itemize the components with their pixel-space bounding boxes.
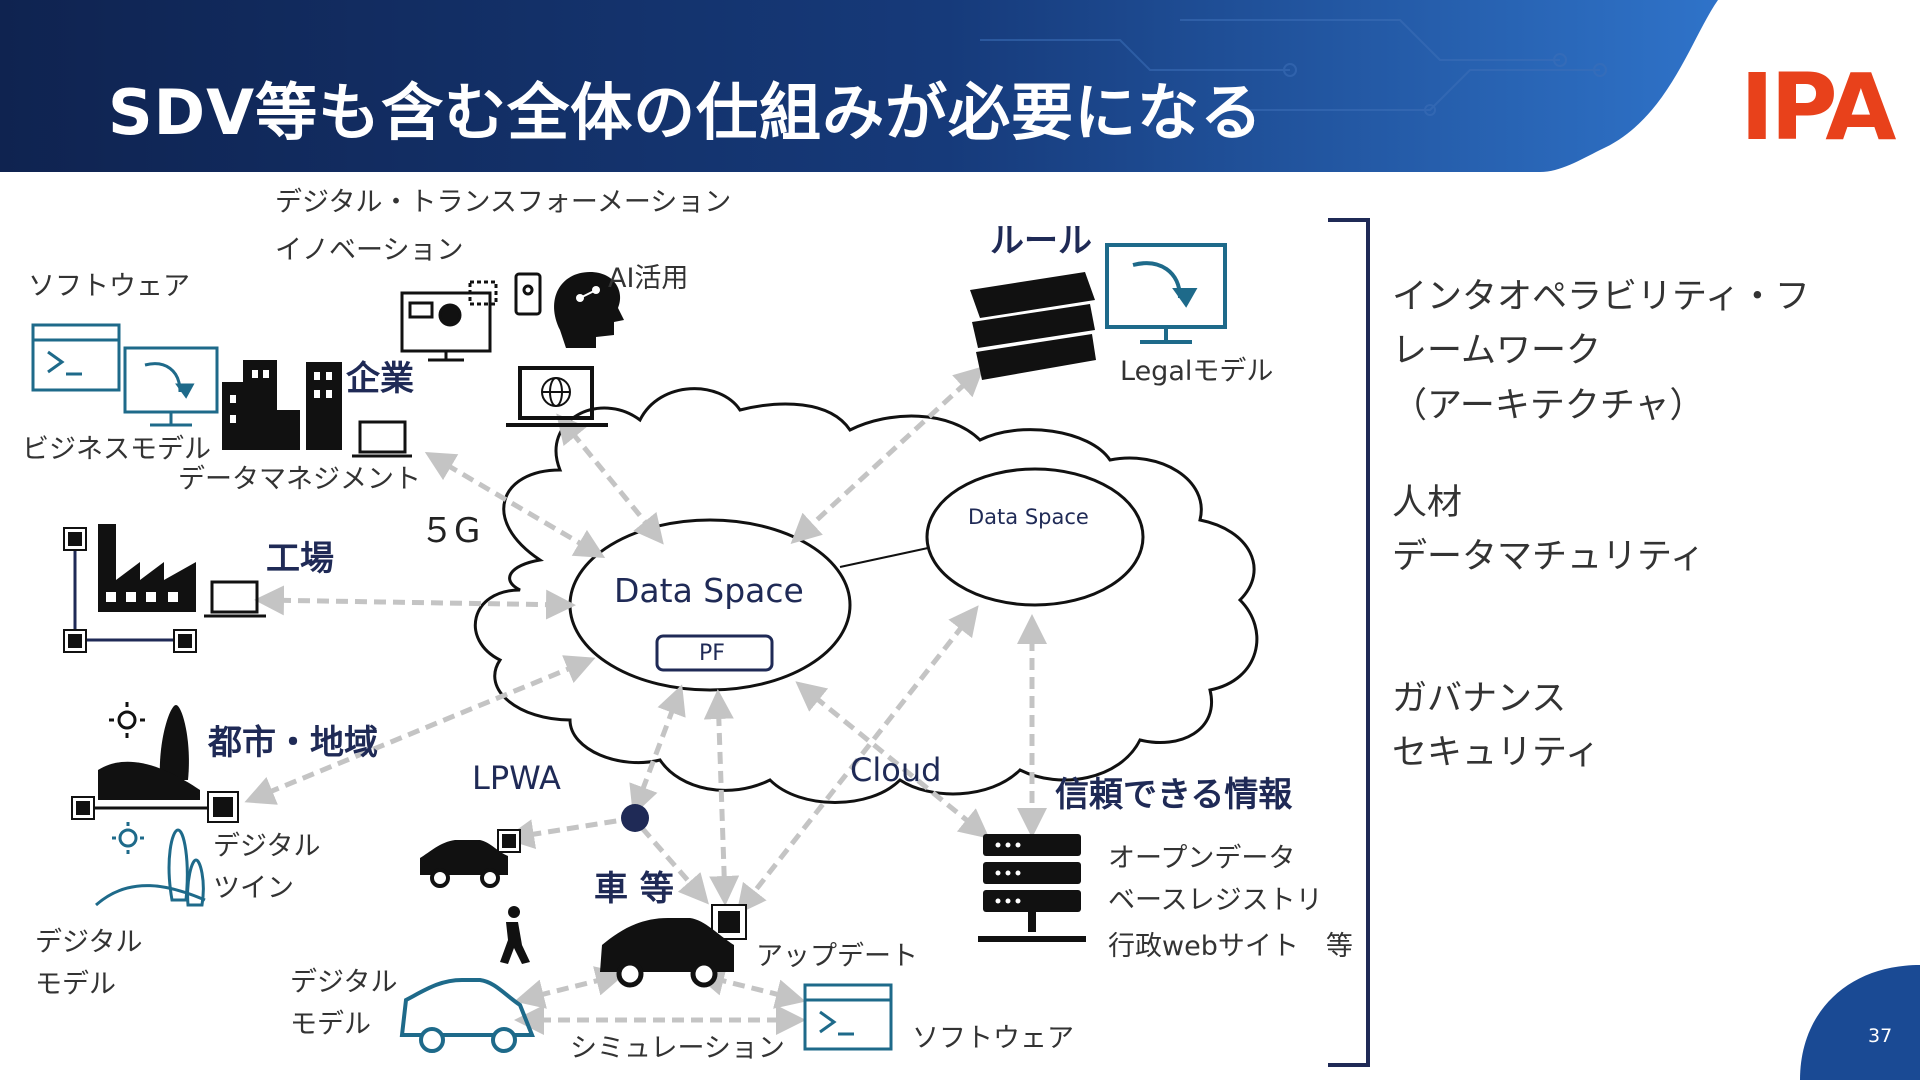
- chip-icon: [63, 527, 197, 653]
- label-data-management: データマネジメント: [178, 464, 421, 495]
- label-digital-model-left-2: モデル: [35, 969, 116, 1000]
- right-text: 人材: [1392, 483, 1463, 523]
- label-innovation: イノベーション: [275, 235, 464, 266]
- label-base-registry: ベースレジストリ: [1108, 885, 1323, 916]
- page-title: SDV等も含む全体の仕組みが必要になる: [108, 76, 1264, 149]
- arrow-model-car: [514, 966, 626, 1009]
- data-space-small-ellipse: [925, 467, 1145, 607]
- arrow-cars: [703, 689, 740, 906]
- label-enterprise: 企業: [346, 359, 414, 399]
- label-data-space-main: Data Space: [614, 571, 804, 610]
- label-simulation: シミュレーション: [570, 1033, 785, 1064]
- arrow-lpwa-car: [504, 815, 636, 850]
- label-update: アップデート: [756, 941, 918, 972]
- arrow-rules: [790, 365, 985, 545]
- label-open-data: オープンデータ: [1108, 843, 1296, 874]
- arrow-city: [244, 655, 596, 805]
- software-window-icon: [31, 323, 121, 392]
- right-text: インタオペラビリティ・フ: [1392, 277, 1810, 317]
- ipa-logo: IPA: [1740, 54, 1896, 161]
- server-icon: [978, 834, 1086, 942]
- software-window-icon: [803, 983, 893, 1051]
- label-digital-twin-2: ツイン: [213, 873, 294, 904]
- label-cars: 車 等: [594, 869, 674, 909]
- label-digital-model-bottom-2: モデル: [290, 1009, 371, 1040]
- label-gov-web: 行政webサイト 等: [1108, 931, 1353, 962]
- label-dx: デジタル・トランスフォーメーション: [275, 187, 732, 218]
- car-icon: [600, 918, 734, 988]
- label-data-space-small: Data Space: [968, 505, 1089, 529]
- car-icon: [420, 840, 508, 888]
- chip-icon: [71, 791, 747, 940]
- pedestrian-icon: [500, 906, 530, 964]
- label-cloud: Cloud: [850, 751, 942, 789]
- laptop-icon: [204, 580, 266, 618]
- laptop-icon: [352, 420, 412, 458]
- globe-laptop-icon: [506, 366, 608, 427]
- smartphone-icon: [514, 272, 542, 316]
- header-background: [0, 0, 1718, 172]
- right-block-talent: 人材 データマチュリティ: [1392, 476, 1705, 585]
- label-business-model: ビジネスモデル: [22, 434, 211, 465]
- label-rules: ルール: [990, 221, 1092, 261]
- label-software-bottom: ソフトウェア: [912, 1023, 1074, 1054]
- label-trusted-info: 信頼できる情報: [1055, 775, 1293, 815]
- right-block-architecture: インタオペラビリティ・フ レームワーク （アーキテクチャ）: [1392, 270, 1810, 433]
- label-software-top: ソフトウェア: [28, 271, 190, 302]
- ai-head-icon: [554, 272, 624, 348]
- arrow-lpwa-chip: [640, 826, 709, 905]
- connection-arrows: [244, 365, 1047, 1035]
- label-legal-model: Legalモデル: [1120, 356, 1274, 387]
- header-banner: SDV等も含む全体の仕組みが必要になる: [0, 0, 1920, 172]
- right-bracket: [1328, 218, 1370, 1067]
- arrow-factory: [254, 585, 576, 620]
- label-digital-model-bottom-1: デジタル: [290, 967, 398, 998]
- label-ai: AI活用: [608, 263, 689, 294]
- arrow-server: [795, 681, 990, 839]
- arrow-software-car: [694, 966, 806, 1009]
- right-text: セキュリティ: [1392, 733, 1600, 774]
- factory-icon: [73, 524, 196, 642]
- label-factory: 工場: [266, 539, 334, 579]
- arrow-lpwa: [629, 684, 686, 816]
- data-space-link: [839, 547, 929, 568]
- label-lpwa: LPWA: [472, 759, 561, 797]
- right-block-governance: ガバナンス セキュリティ: [1392, 672, 1600, 781]
- arrow-enterprise: [424, 451, 606, 559]
- label-city: 都市・地域: [208, 723, 378, 763]
- legal-model-icon: [1105, 243, 1227, 344]
- right-text: レームワーク: [1392, 331, 1601, 372]
- page-number: 37: [1868, 1025, 1893, 1047]
- label-5g: ５G: [420, 511, 481, 551]
- label-digital-twin-1: デジタル: [213, 831, 321, 862]
- car-icon: [399, 978, 535, 1053]
- city-landscape-icon: [80, 702, 215, 810]
- presentation-icon: [400, 280, 498, 362]
- digital-twin-tree-icon: [95, 822, 206, 907]
- right-text: データマチュリティ: [1392, 537, 1705, 578]
- label-pf: PF: [699, 641, 725, 666]
- right-text: （アーキテクチャ）: [1392, 385, 1705, 426]
- label-digital-model-left-1: デジタル: [35, 927, 143, 958]
- business-model-icon: [123, 346, 219, 427]
- books-icon: [970, 272, 1096, 380]
- lpwa-node: [621, 804, 649, 832]
- arrow-innovation: [556, 413, 664, 545]
- right-text: ガバナンス: [1392, 679, 1567, 719]
- buildings-icon: [222, 360, 342, 450]
